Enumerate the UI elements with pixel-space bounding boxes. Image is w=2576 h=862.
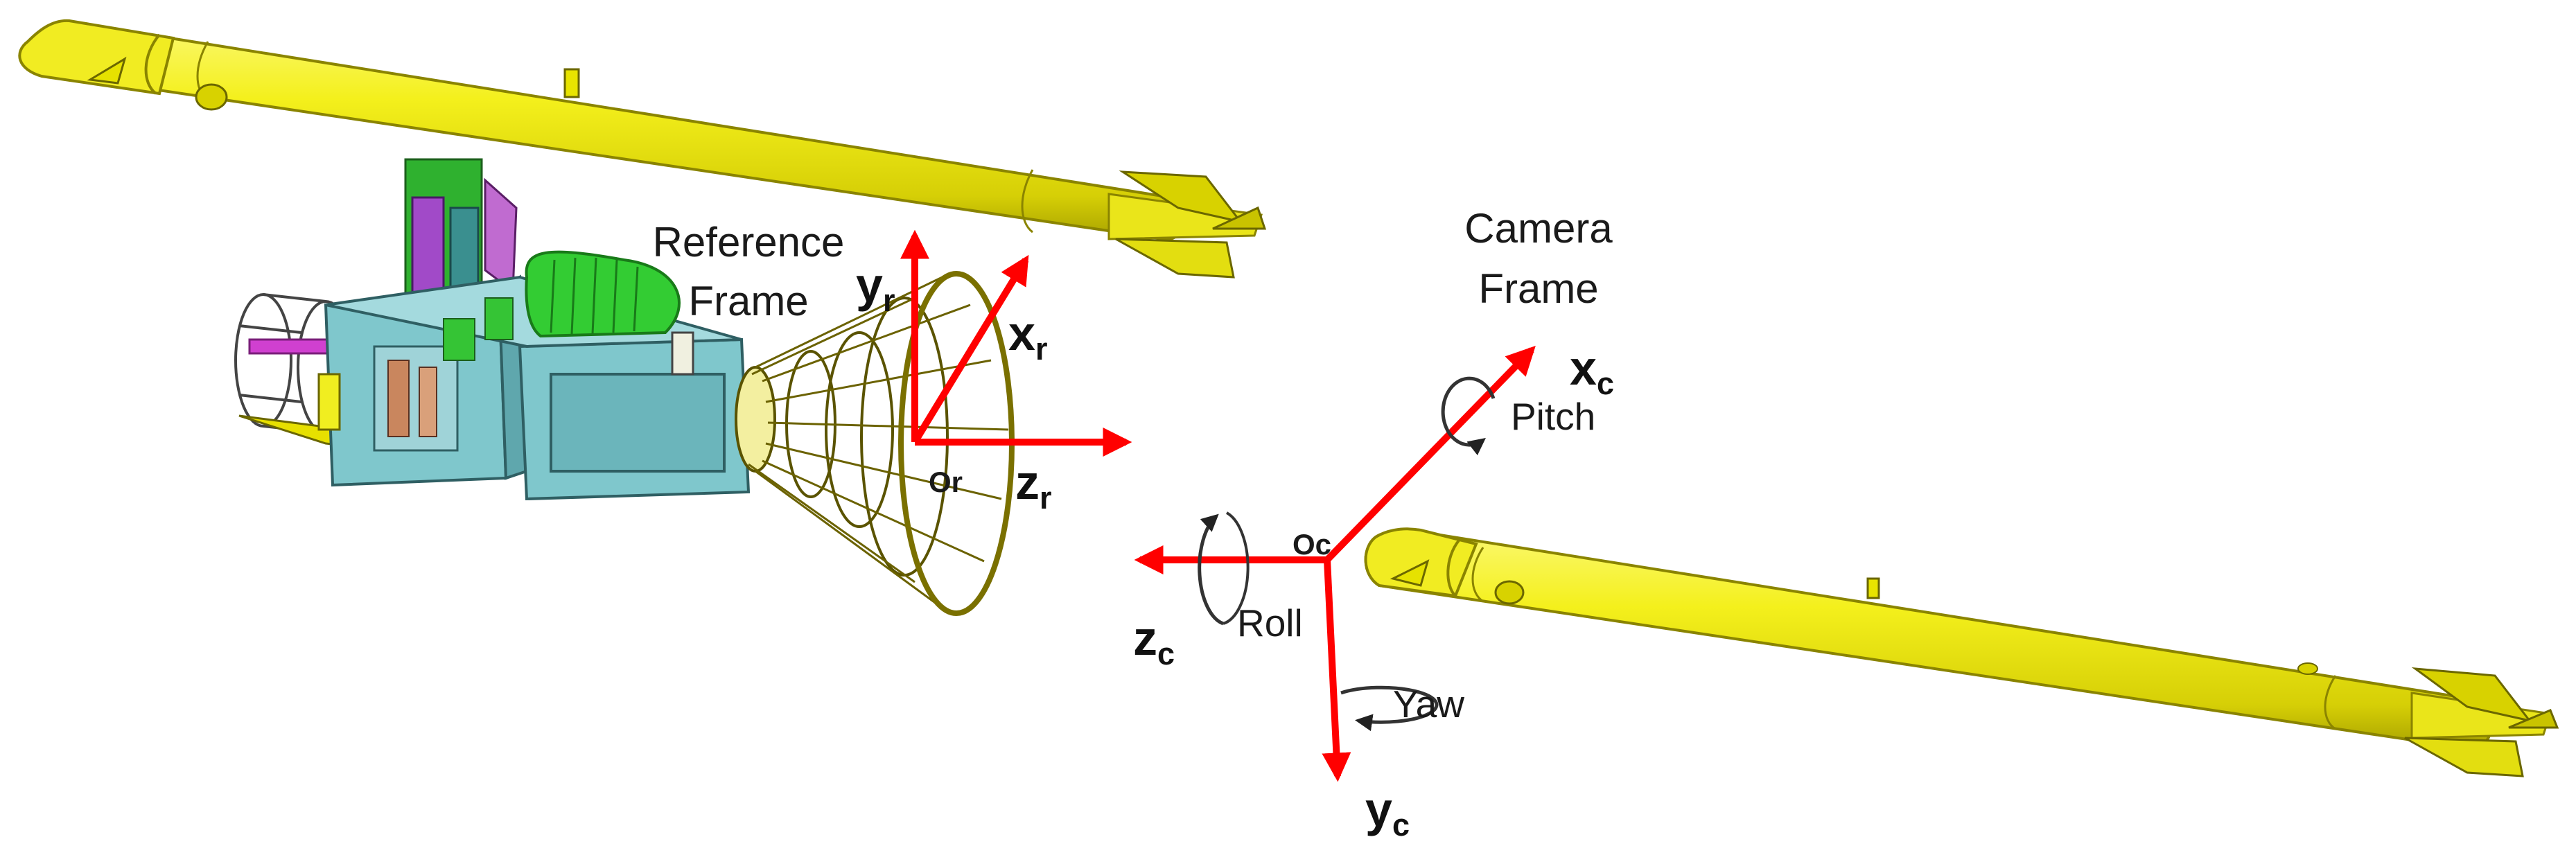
auv-target-icon — [18, 19, 1267, 279]
yaw-rotation-icon — [1340, 685, 1439, 732]
roll-rotation-icon — [1198, 511, 1250, 626]
axis-label-xc: xc — [1570, 341, 1614, 401]
axis-arrow-xr — [911, 254, 1029, 444]
reference-frame-axes — [900, 229, 1132, 457]
camera-frame-title-line2: Frame — [1478, 265, 1598, 312]
pitch-label: Pitch — [1511, 395, 1595, 438]
reference-frame-title-line2: Frame — [688, 278, 808, 324]
axis-label-zr: zr — [1015, 455, 1052, 516]
docking-rig-icon — [234, 158, 751, 501]
pitch-rotation-icon — [1441, 376, 1496, 456]
axis-arrow-yc — [1322, 559, 1351, 782]
axis-label-xr: xr — [1008, 306, 1047, 367]
axis-arrow-xc — [1324, 345, 1536, 563]
yaw-label: Yaw — [1393, 683, 1464, 725]
camera-frame-axes — [1134, 345, 1536, 782]
camera-frame-title-line1: Camera — [1464, 205, 1613, 252]
origin-label-or: Or — [929, 466, 963, 498]
reference-frame-title-line1: Reference — [653, 219, 845, 265]
axis-label-yc: yc — [1365, 782, 1410, 843]
axis-label-yr: yr — [856, 258, 895, 318]
roll-label: Roll — [1237, 601, 1303, 644]
auv-chaser-icon — [1364, 527, 2559, 777]
origin-label-oc: Oc — [1293, 528, 1331, 561]
axis-label-zc: zc — [1133, 611, 1175, 671]
